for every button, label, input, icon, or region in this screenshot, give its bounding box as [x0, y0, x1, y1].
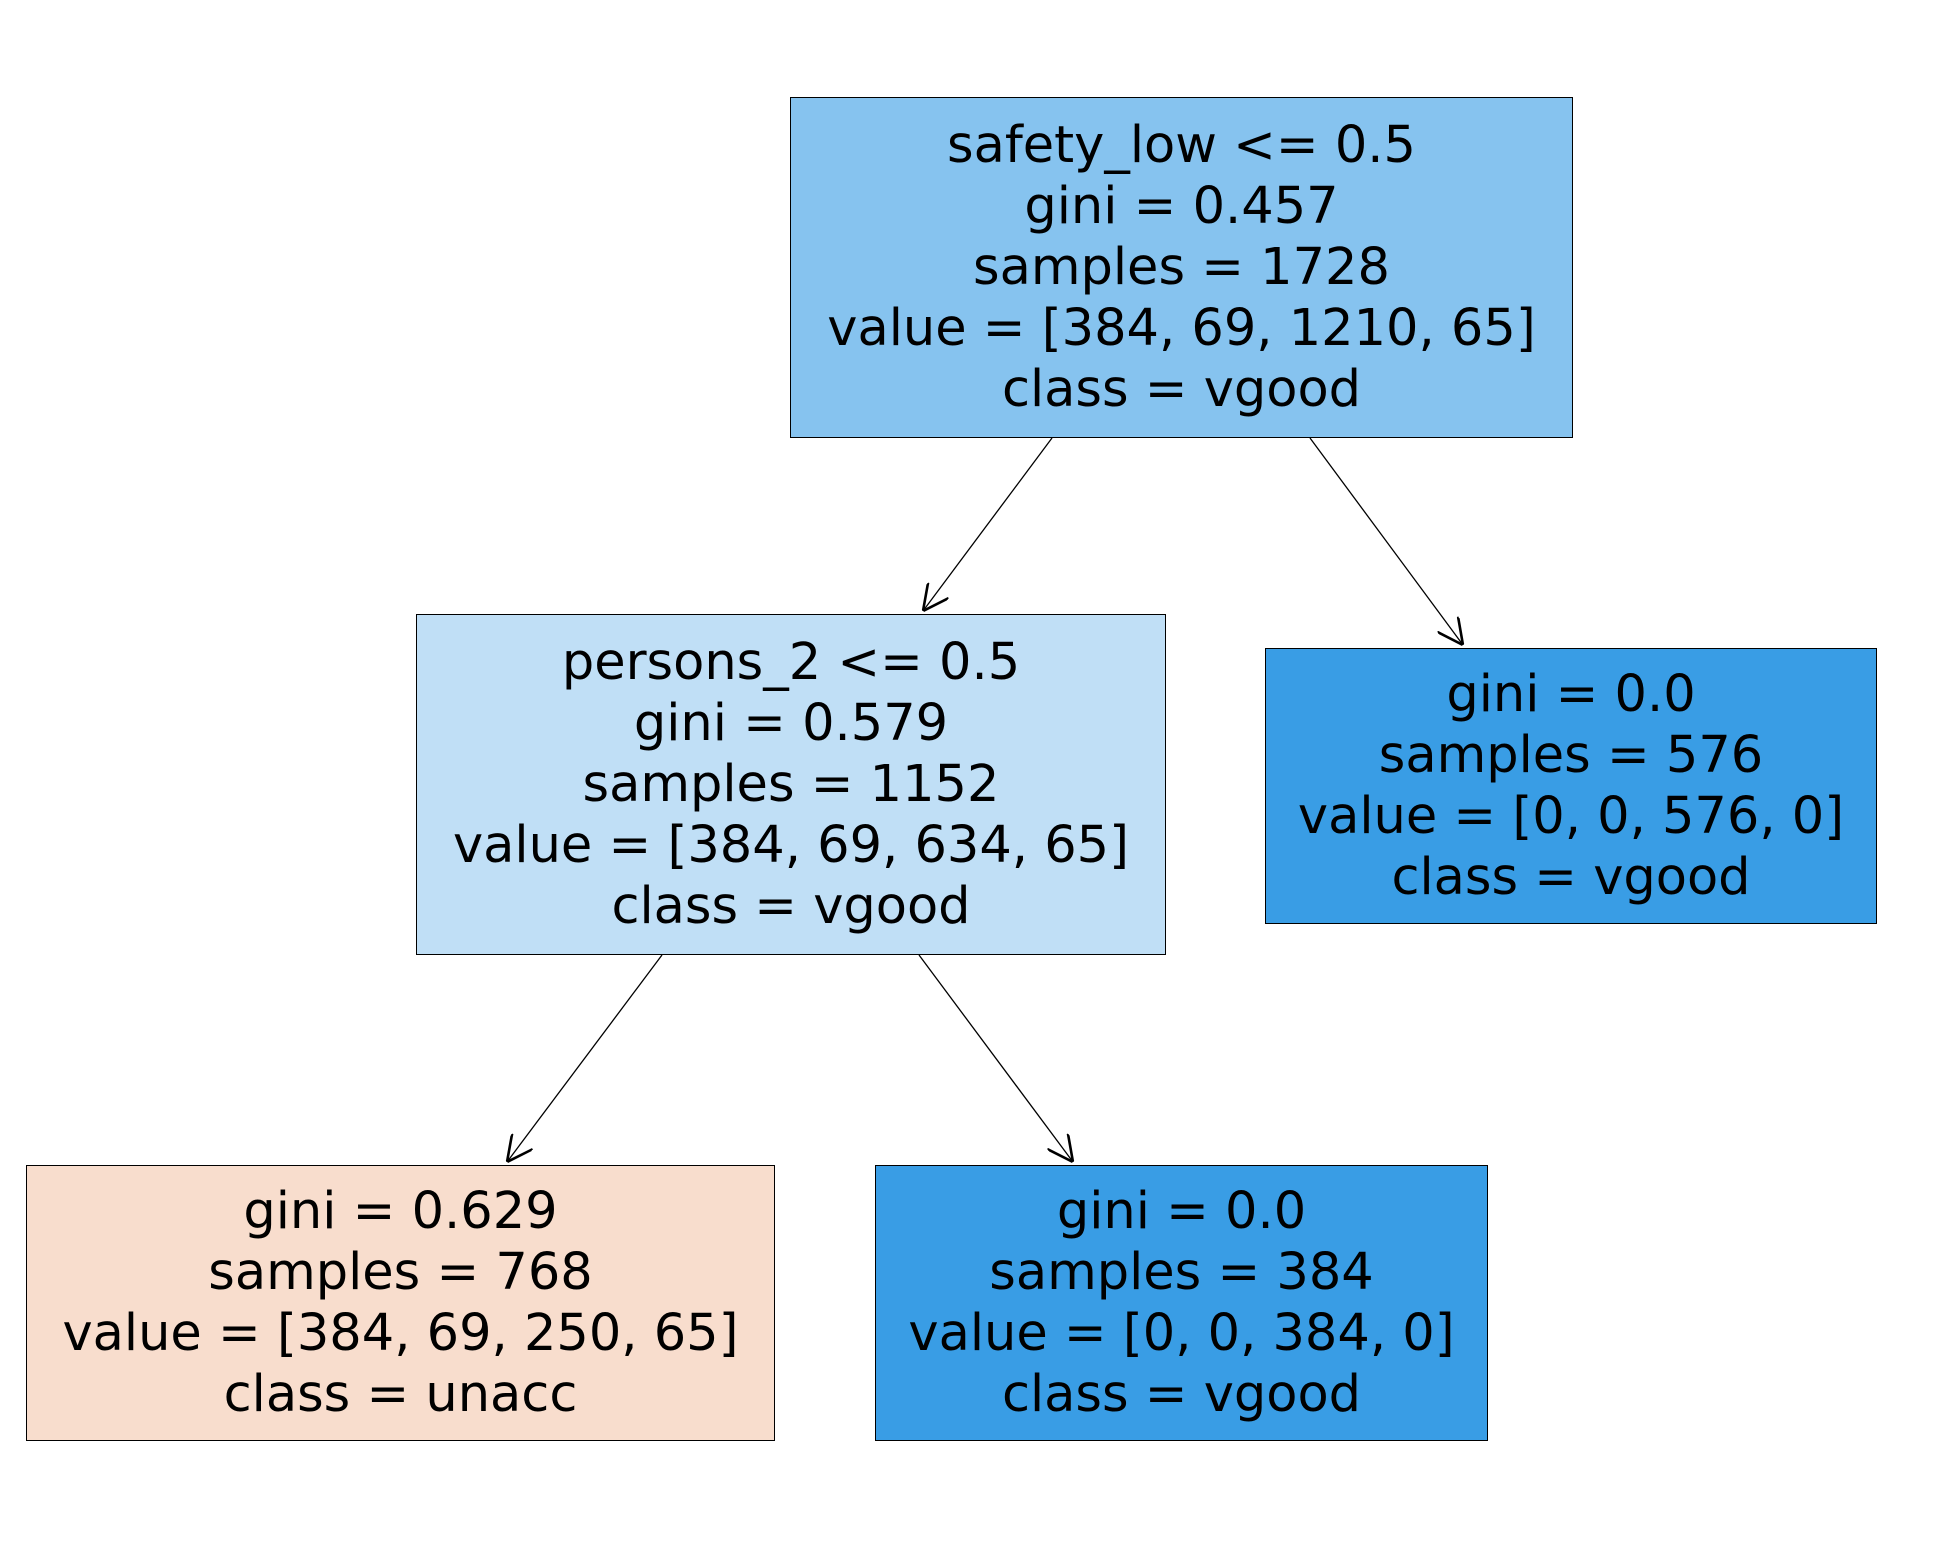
- node-class: class = vgood: [1001, 1365, 1362, 1424]
- edge-left-to-left-left: [507, 954, 663, 1162]
- node-samples: samples = 576: [1378, 726, 1764, 785]
- node-gini: gini = 0.579: [633, 694, 949, 753]
- node-value: value = [0, 0, 384, 0]: [908, 1304, 1455, 1363]
- node-gini: gini = 0.0: [1446, 665, 1696, 724]
- node-samples: samples = 768: [208, 1243, 593, 1302]
- node-split-condition: safety_low <= 0.5: [947, 116, 1416, 175]
- tree-node-right-leaf: gini = 0.0 samples = 576 value = [0, 0, …: [1265, 648, 1877, 924]
- tree-node-root: safety_low <= 0.5 gini = 0.457 samples =…: [790, 97, 1573, 438]
- node-value: value = [384, 69, 1210, 65]: [827, 299, 1536, 358]
- node-class: class = unacc: [223, 1365, 578, 1424]
- node-value: value = [0, 0, 576, 0]: [1297, 787, 1845, 846]
- edge-left-to-left-right: [918, 954, 1073, 1162]
- node-split-condition: persons_2 <= 0.5: [561, 633, 1021, 692]
- node-samples: samples = 384: [989, 1243, 1374, 1302]
- node-gini: gini = 0.629: [243, 1182, 558, 1241]
- tree-node-left: persons_2 <= 0.5 gini = 0.579 samples = …: [416, 614, 1166, 955]
- node-gini: gini = 0.0: [1056, 1182, 1307, 1241]
- node-class: class = vgood: [1001, 360, 1362, 419]
- edge-root-to-left: [923, 437, 1053, 611]
- node-value: value = [384, 69, 250, 65]: [62, 1304, 739, 1363]
- node-samples: samples = 1728: [973, 238, 1390, 297]
- node-samples: samples = 1152: [582, 755, 1000, 814]
- node-class: class = vgood: [611, 877, 971, 936]
- tree-node-left-right-leaf: gini = 0.0 samples = 384 value = [0, 0, …: [875, 1165, 1488, 1441]
- edge-root-to-right: [1309, 437, 1463, 645]
- tree-node-left-left-leaf: gini = 0.629 samples = 768 value = [384,…: [26, 1165, 775, 1441]
- node-class: class = vgood: [1391, 848, 1751, 907]
- node-value: value = [384, 69, 634, 65]: [453, 816, 1129, 875]
- node-gini: gini = 0.457: [1024, 177, 1339, 236]
